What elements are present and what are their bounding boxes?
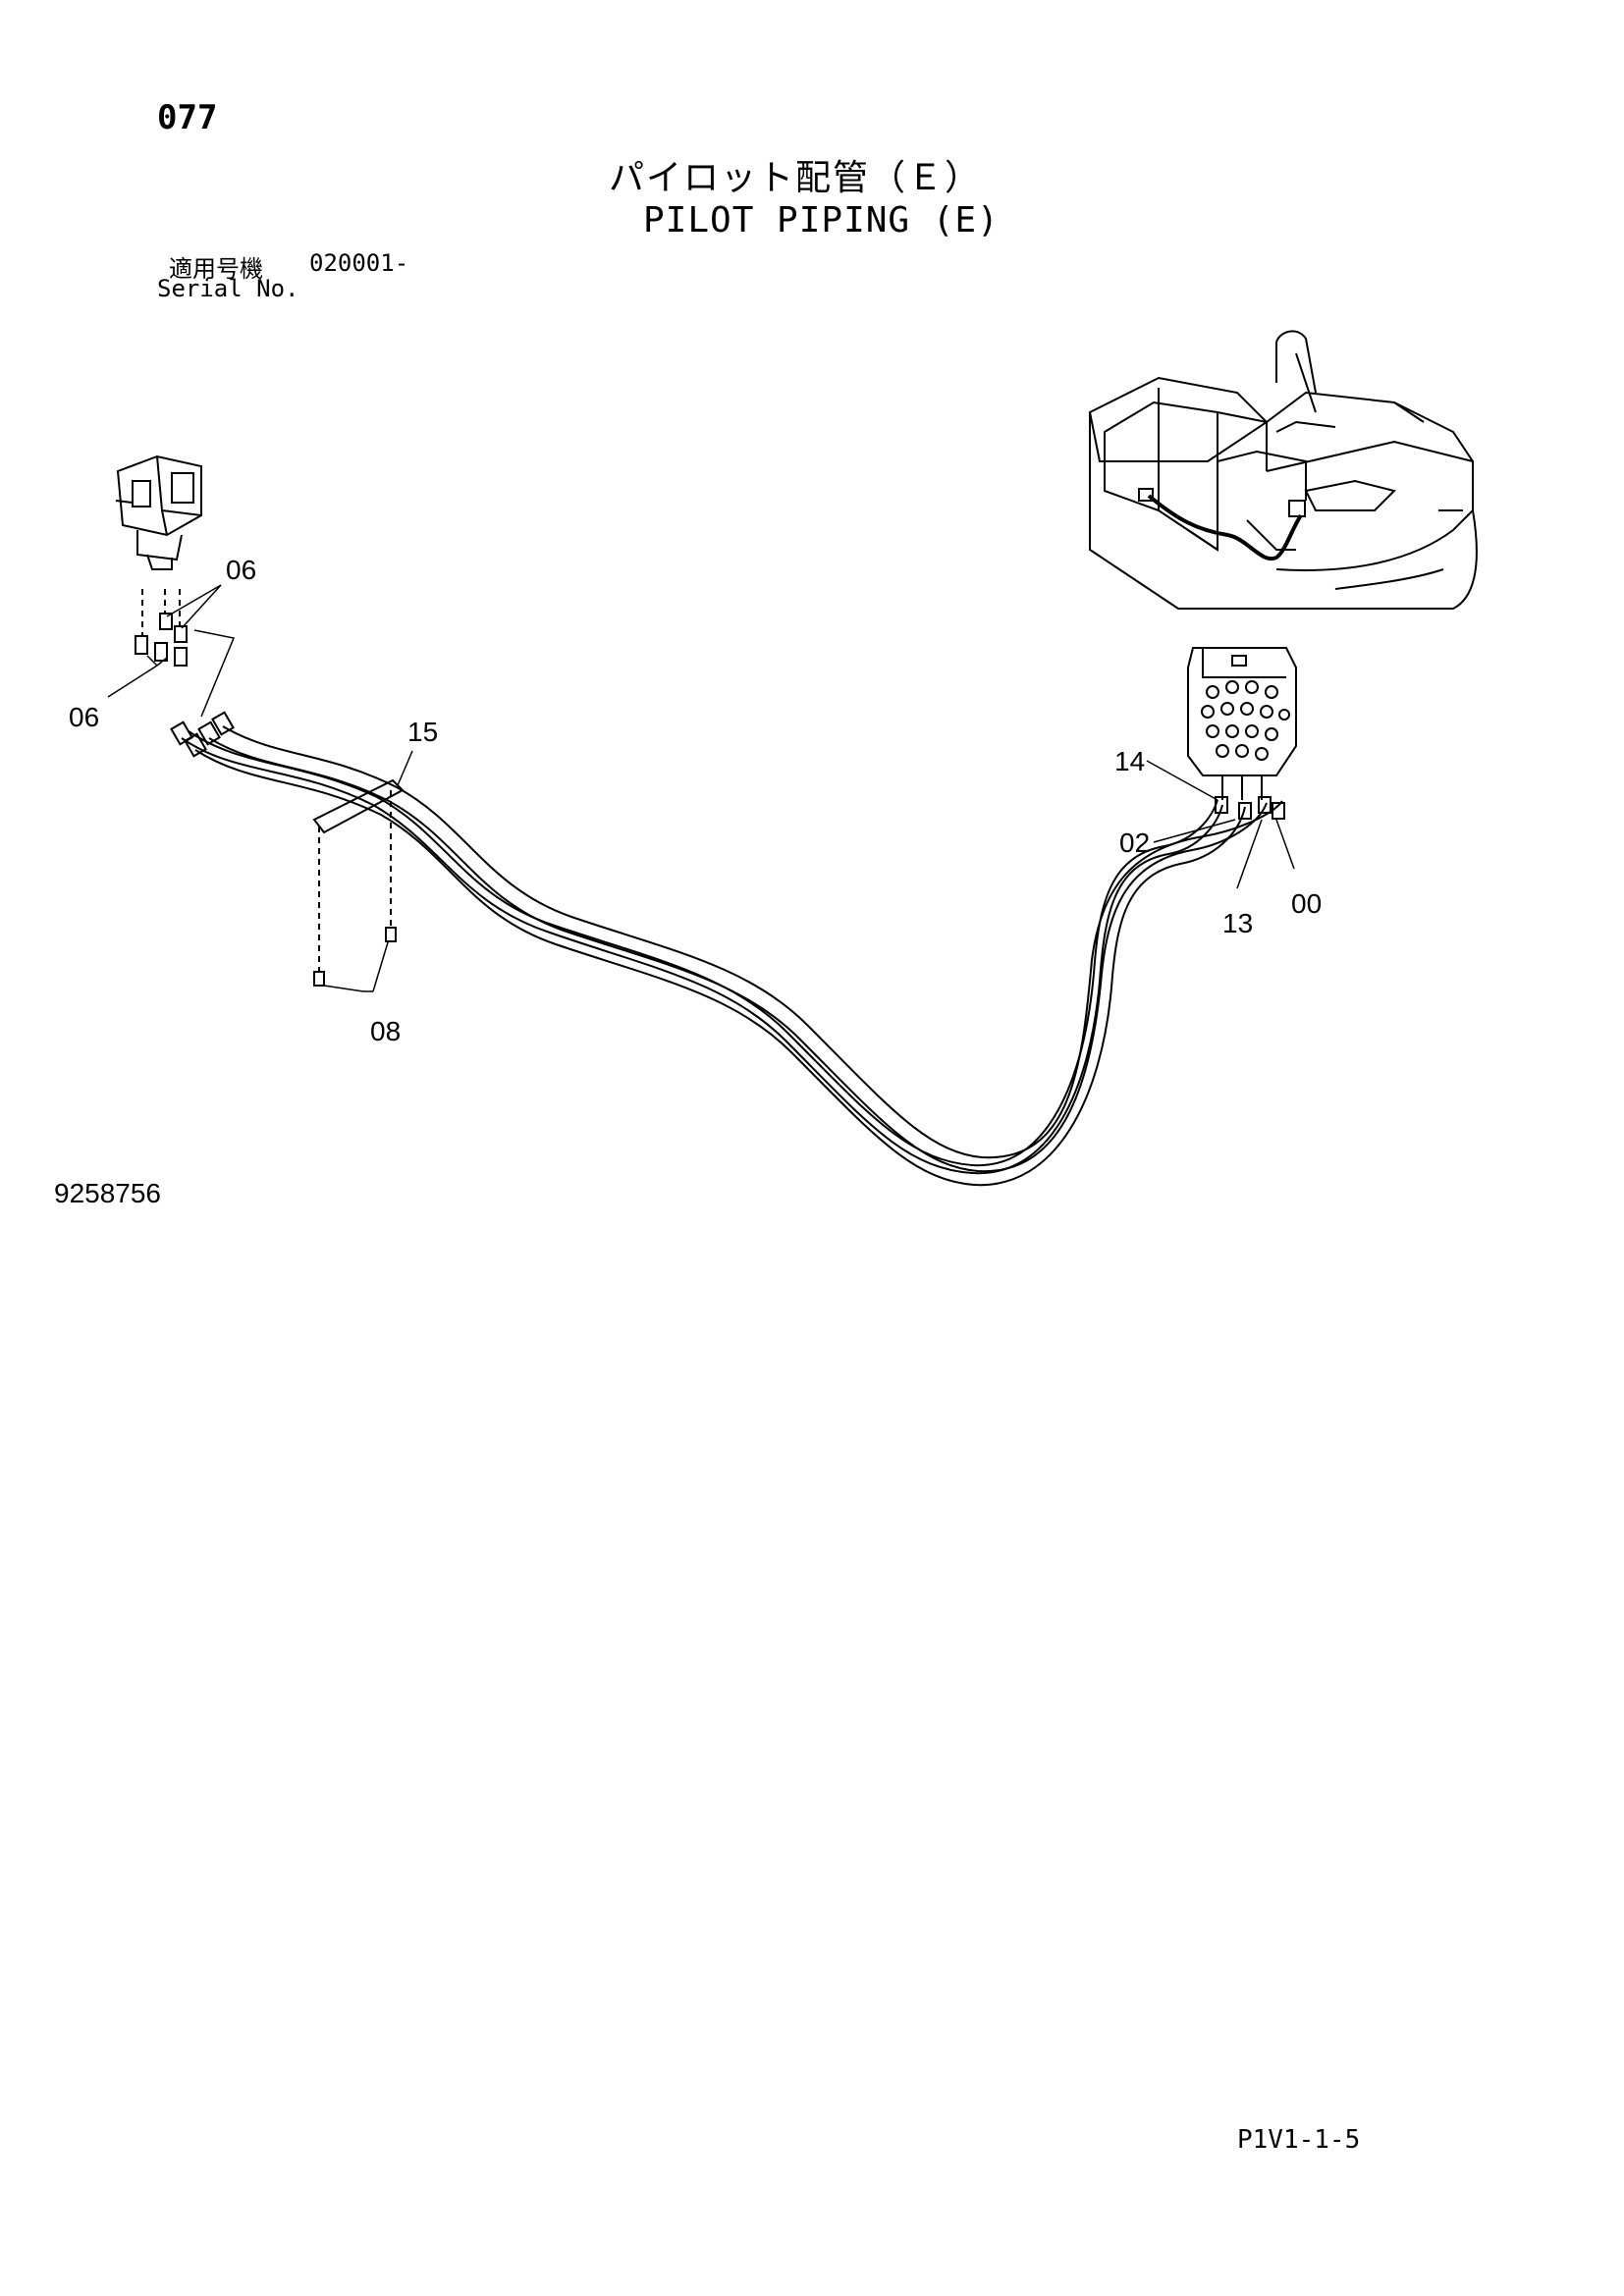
page-title-english: PILOT PIPING (E) <box>643 200 1000 240</box>
callout-06-left: 06 <box>69 702 100 732</box>
callout-15: 15 <box>407 717 439 747</box>
callout-13: 13 <box>1222 908 1254 938</box>
valve-fittings <box>135 589 188 667</box>
drawing-number: 9258756 <box>54 1178 162 1208</box>
callout-00: 00 <box>1291 888 1323 919</box>
hose-end-fittings-right <box>1215 796 1285 820</box>
excavator-overview-illustration <box>1088 330 1478 610</box>
serial-number-range: 020001- <box>309 249 409 277</box>
pilot-valve-assembly <box>115 454 202 570</box>
hose-clamp-bracket <box>312 778 405 987</box>
page-title-japanese: パイロット配管（Ｅ） <box>609 158 983 198</box>
control-valve-block <box>1187 647 1297 800</box>
page-code: P1V1-1-5 <box>1237 2125 1361 2155</box>
callout-leader-lines <box>107 584 1295 992</box>
page-number: 077 <box>157 98 218 137</box>
serial-label-english: Serial No. <box>157 275 299 302</box>
callout-08: 08 <box>370 1016 402 1046</box>
callout-14: 14 <box>1114 746 1146 776</box>
callout-06-top: 06 <box>226 555 257 585</box>
pilot-hose-bundle <box>181 725 1283 1187</box>
callout-02: 02 <box>1119 828 1151 858</box>
serial-label-japanese: 適用号機 <box>169 255 263 283</box>
